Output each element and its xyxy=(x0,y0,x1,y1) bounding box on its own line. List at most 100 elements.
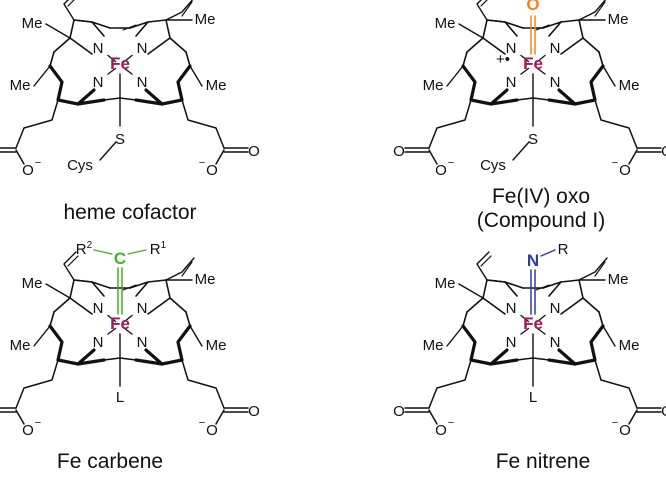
methyl-right: Me xyxy=(619,337,640,354)
nitrogen-atom-1: N xyxy=(93,300,104,317)
methyl-top-right: Me xyxy=(195,11,216,28)
carbonyl-o-right: O xyxy=(248,403,260,420)
propionate-chain-right xyxy=(181,99,225,149)
propionate-chain-left xyxy=(15,359,59,409)
radical-cation-label: +• xyxy=(496,51,510,68)
nitrogen-atom-3: N xyxy=(506,334,517,351)
vinyl-right xyxy=(165,257,195,281)
methyl-left: Me xyxy=(423,337,444,354)
minus-right: − xyxy=(612,157,618,169)
n-r-bond xyxy=(540,249,556,257)
vinyl-right xyxy=(165,0,194,21)
r2-substituent: R2 xyxy=(76,240,93,258)
nitrogen-atom-1: N xyxy=(93,40,104,57)
nitrogen-atom-3: N xyxy=(506,74,517,91)
carbonyl-o-right: O xyxy=(661,403,666,420)
carbene-carbon: C xyxy=(114,249,126,268)
minus-left: − xyxy=(448,157,454,169)
methyl-right: Me xyxy=(206,77,227,94)
iron-atom: Fe xyxy=(110,54,130,73)
methyl-top-left: Me xyxy=(435,15,456,32)
vinyl-left xyxy=(63,251,77,281)
vinyl-left xyxy=(476,0,488,21)
propionate-chain-right xyxy=(594,359,638,409)
carbonyl-o-right: O xyxy=(248,143,260,160)
carboxylate-o-right: O xyxy=(206,422,218,439)
r1-substituent: R1 xyxy=(150,240,167,258)
nitrogen-atom-2: N xyxy=(137,40,148,57)
caption-oxo-line1: Fe(IV) oxo xyxy=(492,185,590,208)
methyl-top-left: Me xyxy=(22,275,43,292)
vinyl-left xyxy=(476,251,490,281)
carboxylate-o-left: O xyxy=(22,422,34,439)
nitrogen-atom-2: N xyxy=(137,300,148,317)
propionate-chain-left xyxy=(428,99,472,149)
c-r2-bond xyxy=(93,249,113,255)
axial-ligand-label: L xyxy=(116,389,124,406)
minus-right: − xyxy=(199,417,205,429)
methyl-left: Me xyxy=(10,337,31,354)
minus-right: − xyxy=(199,157,205,169)
propionate-chain-left xyxy=(15,99,59,149)
nitrogen-atom-3: N xyxy=(93,74,104,91)
sulfur-atom: S xyxy=(528,131,538,148)
carbonyl-o-left: O xyxy=(393,143,405,160)
propionate-chain-right xyxy=(181,359,225,409)
nitrogen-atom-4: N xyxy=(137,74,148,91)
carboxylate-o-left: O xyxy=(435,422,447,439)
nitrogen-atom-4: N xyxy=(137,334,148,351)
vinyl-right xyxy=(578,257,608,281)
iron-atom: Fe xyxy=(523,314,543,333)
iron-atom: Fe xyxy=(110,314,130,333)
iron-atom: Fe xyxy=(523,54,543,73)
caption-oxo-line2: (Compound I) xyxy=(477,209,605,232)
nitrogen-atom-2: N xyxy=(550,40,561,57)
nitrogen-atom-1: N xyxy=(506,40,517,57)
cysteine-label: Cys xyxy=(67,157,93,174)
caption-nitrene: Fe nitrene xyxy=(496,450,591,473)
methyl-left: Me xyxy=(10,77,31,94)
carboxylate-o-left: O xyxy=(22,162,34,179)
methyl-left: Me xyxy=(423,77,444,94)
axial-ligand-label: L xyxy=(529,389,537,406)
nitrogen-atom-3: N xyxy=(93,334,104,351)
carboxylate-o-right: O xyxy=(619,422,631,439)
carboxylate-o-right: O xyxy=(619,162,631,179)
minus-left: − xyxy=(448,417,454,429)
sulfur-atom: S xyxy=(115,131,125,148)
carboxylate-o-left: O xyxy=(435,162,447,179)
r-substituent: R xyxy=(558,241,569,258)
methyl-right: Me xyxy=(619,77,640,94)
propionate-chain-right xyxy=(594,99,638,149)
nitrogen-atom-1: N xyxy=(506,300,517,317)
methyl-top-left: Me xyxy=(22,15,43,32)
methyl-top-left: Me xyxy=(435,275,456,292)
caption-carbene: Fe carbene xyxy=(57,450,163,473)
methyl-right: Me xyxy=(206,337,227,354)
nitrogen-atom-2: N xyxy=(550,300,561,317)
carbonyl-o-right: O xyxy=(661,143,666,160)
methyl-top-right: Me xyxy=(608,11,629,28)
carboxylate-o-right: O xyxy=(206,162,218,179)
nitrogen-atom-4: N xyxy=(550,74,561,91)
minus-left: − xyxy=(35,157,41,169)
oxo-atom: O xyxy=(526,0,539,14)
vinyl-left xyxy=(63,0,75,21)
minus-right: − xyxy=(612,417,618,429)
nitrene-nitrogen: N xyxy=(527,251,539,270)
caption-heme: heme cofactor xyxy=(63,201,196,224)
cysteine-label: Cys xyxy=(480,157,506,174)
propionate-chain-left xyxy=(428,359,472,409)
c-r1-bond xyxy=(127,249,147,255)
vinyl-right xyxy=(578,0,607,21)
nitrogen-atom-4: N xyxy=(550,334,561,351)
carbonyl-o-left: O xyxy=(393,403,405,420)
